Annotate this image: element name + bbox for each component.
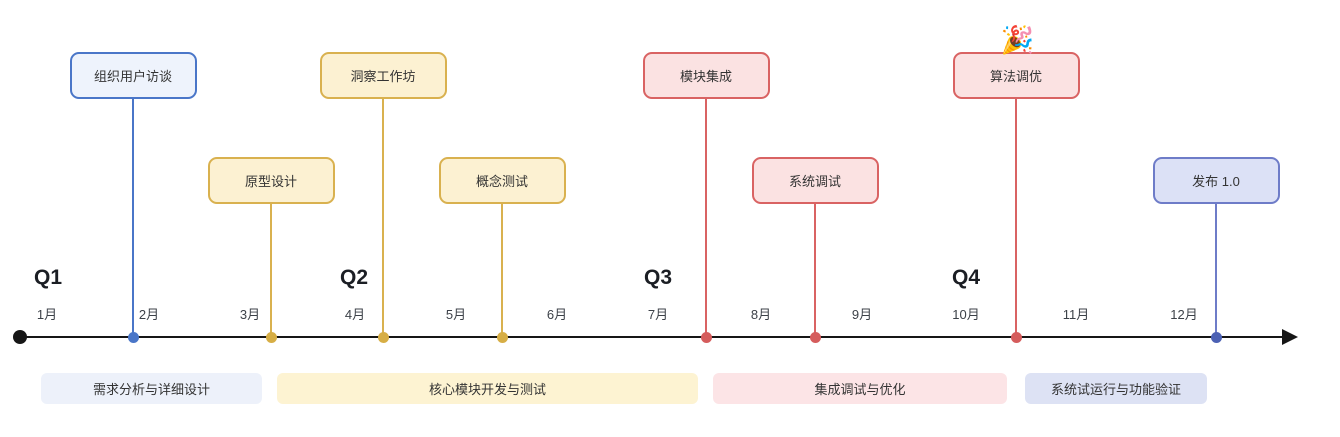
milestone-card[interactable]: 算法调优 🎉 (952, 27, 1080, 99)
milestone-dot (1210, 331, 1222, 343)
timeline-arrowhead-icon (1282, 329, 1298, 345)
month-label: 1月 (36, 307, 58, 322)
month-label: 5月 (445, 307, 467, 322)
milestone-dot (1010, 331, 1022, 343)
timeline-axis (20, 336, 1282, 338)
month-label: 4月 (344, 307, 366, 322)
quarter-label: Q3 (643, 266, 672, 289)
milestone-card[interactable]: 原型设计 (207, 157, 335, 204)
milestone-stem (382, 99, 384, 337)
milestone-label: 发布 1.0 (1192, 174, 1240, 189)
quarter-label: Q4 (951, 266, 980, 289)
milestone-dot (809, 331, 821, 343)
milestone-dot (265, 331, 277, 343)
month-label: 12月 (1170, 307, 1198, 322)
month-label: 9月 (851, 307, 873, 322)
phase-band: 需求分析与详细设计 (41, 373, 262, 404)
milestone-card[interactable]: 概念测试 (438, 157, 566, 204)
milestone-stem (705, 99, 707, 337)
milestone-label: 洞察工作坊 (350, 69, 416, 84)
milestone-label: 系统调试 (788, 174, 841, 189)
milestone-dot (127, 331, 139, 343)
milestone-stem (1215, 204, 1217, 337)
milestone-dot (496, 331, 508, 343)
party-popper-emoji: 🎉 (1000, 25, 1035, 55)
month-label: 8月 (750, 307, 772, 322)
phase-band: 集成调试与优化 (713, 373, 1007, 404)
milestone-stem (270, 204, 272, 337)
milestone-stem (814, 204, 816, 337)
phase-band: 系统试运行与功能验证 (1025, 373, 1207, 404)
month-label: 3月 (239, 307, 261, 322)
milestone-label: 组织用户访谈 (93, 69, 172, 84)
milestone-card[interactable]: 模块集成 (642, 52, 770, 99)
milestone-dot (377, 331, 389, 343)
quarter-label: Q1 (33, 266, 62, 289)
milestone-stem (1015, 99, 1017, 337)
month-label: 6月 (546, 307, 568, 322)
timeline-start-dot (13, 330, 27, 344)
milestone-card[interactable]: 洞察工作坊 (319, 52, 447, 99)
milestone-stem (501, 204, 503, 337)
milestone-card[interactable]: 系统调试 (751, 157, 879, 204)
milestone-label: 原型设计 (244, 174, 297, 189)
phase-band: 核心模块开发与测试 (277, 373, 698, 404)
milestone-label: 模块集成 (679, 69, 732, 84)
milestone-stem (132, 99, 134, 337)
milestone-label: 算法调优 (989, 69, 1042, 84)
month-label: 2月 (138, 307, 160, 322)
milestone-card[interactable]: 发布 1.0 (1152, 157, 1280, 204)
milestone-card[interactable]: 组织用户访谈 (69, 52, 197, 99)
milestone-label: 概念测试 (475, 174, 528, 189)
month-label: 10月 (952, 307, 980, 322)
month-label: 7月 (647, 307, 669, 322)
milestone-dot (700, 331, 712, 343)
quarter-label: Q2 (339, 266, 368, 289)
month-label: 11月 (1062, 307, 1090, 322)
